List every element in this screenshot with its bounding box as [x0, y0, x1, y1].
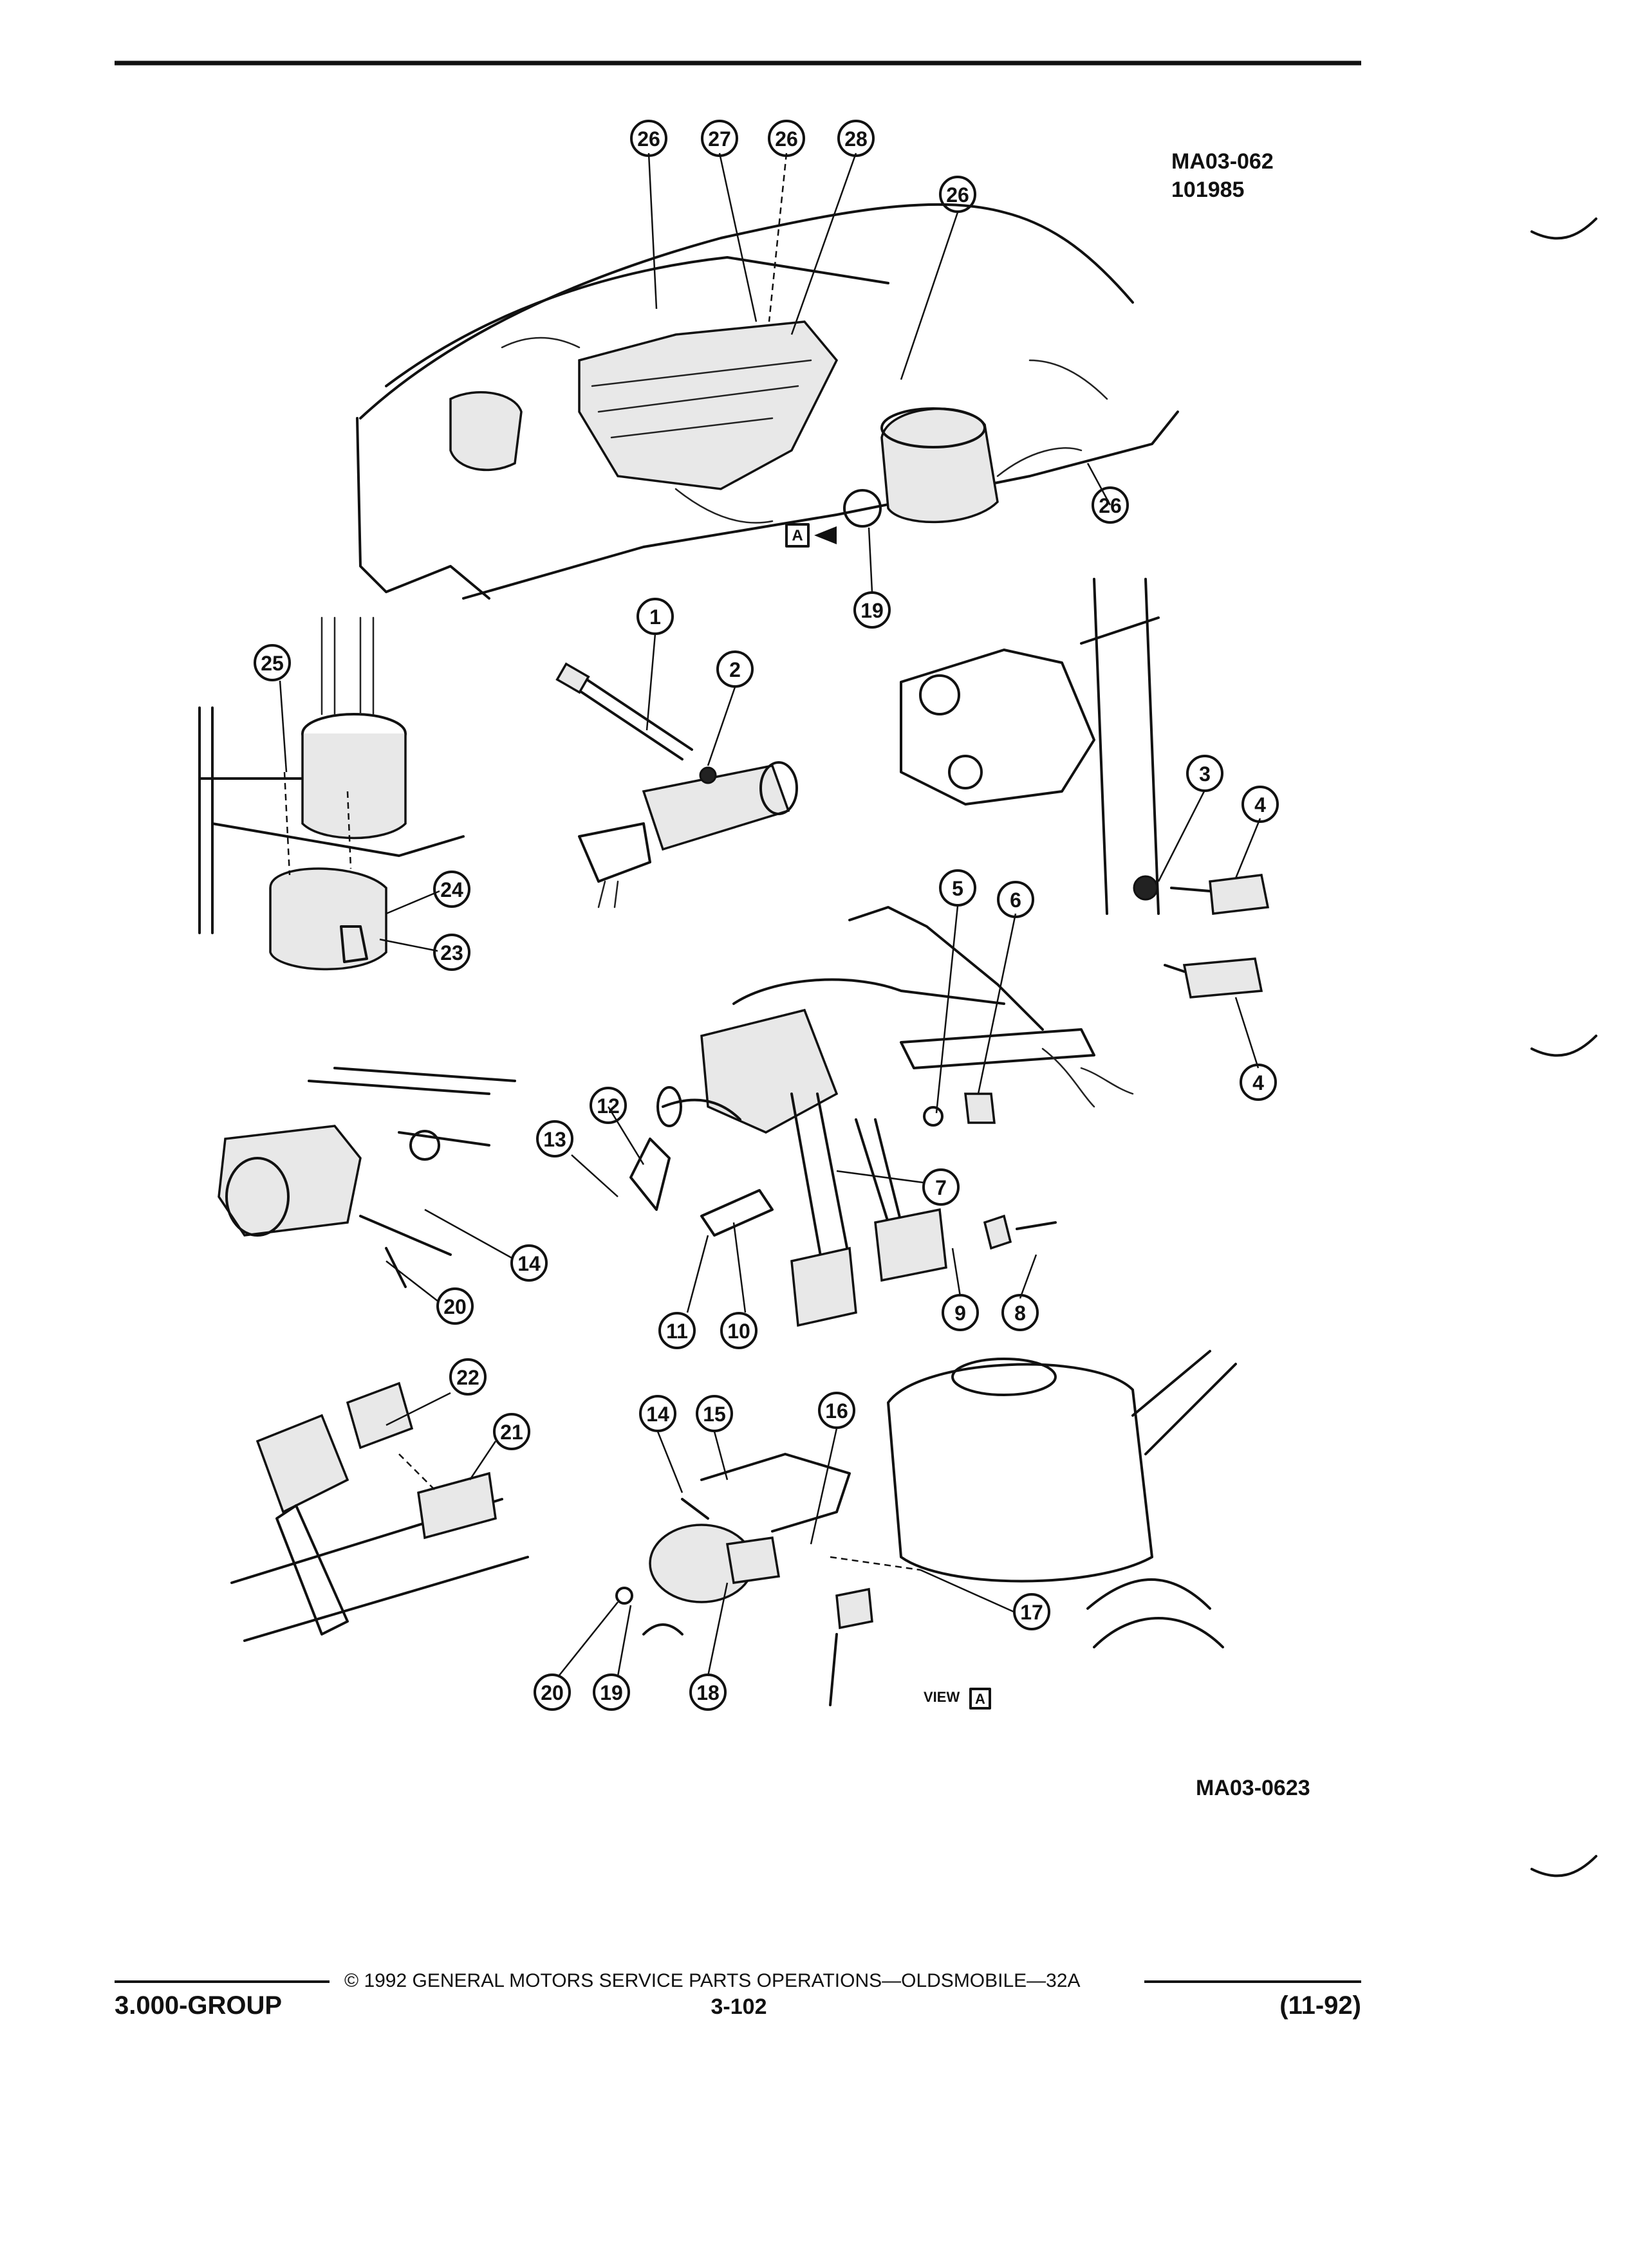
- callout-23: 23: [433, 934, 470, 971]
- callout-17: 17: [1013, 1593, 1050, 1630]
- callout-20: 20: [534, 1673, 571, 1711]
- svg-text:14: 14: [517, 1252, 541, 1275]
- callout-25: 25: [254, 644, 291, 681]
- callout-12: 12: [590, 1087, 627, 1124]
- footer: © 1992 GENERAL MOTORS SERVICE PARTS OPER…: [115, 1970, 1361, 2020]
- svg-text:7: 7: [935, 1176, 947, 1199]
- svg-text:16: 16: [825, 1399, 848, 1423]
- top-ref-code: MA03-062: [1171, 149, 1274, 174]
- svg-text:27: 27: [708, 127, 731, 151]
- callout-4: 4: [1240, 1064, 1277, 1101]
- svg-text:14: 14: [646, 1403, 669, 1426]
- bracket-switch-illustration: [900, 578, 1270, 1069]
- callout-26: 26: [939, 176, 976, 213]
- callout-6: 6: [997, 881, 1034, 918]
- callout-10: 10: [720, 1312, 758, 1349]
- footer-page-number: 3-102: [711, 1995, 767, 2019]
- callout-11: 11: [658, 1312, 696, 1349]
- svg-text:19: 19: [860, 599, 884, 622]
- engine-leaders: [647, 152, 1111, 593]
- view-a-illustration: VIEW A: [558, 1350, 1237, 1710]
- svg-text:18: 18: [696, 1681, 720, 1704]
- callout-14: 14: [639, 1395, 676, 1432]
- svg-text:15: 15: [703, 1403, 726, 1426]
- callout-4: 4: [1241, 786, 1279, 823]
- callout-7: 7: [922, 1168, 960, 1206]
- svg-text:26: 26: [946, 183, 969, 207]
- svg-text:17: 17: [1020, 1601, 1043, 1624]
- callout-26: 26: [768, 120, 805, 157]
- callout-24: 24: [433, 871, 470, 908]
- svg-text:2: 2: [729, 658, 741, 681]
- callout-15: 15: [696, 1395, 733, 1432]
- callout-9: 9: [942, 1294, 979, 1331]
- binder-mark: [1530, 217, 1597, 240]
- view-a-letter-top: A: [792, 527, 803, 544]
- svg-text:22: 22: [456, 1366, 479, 1389]
- svg-text:10: 10: [727, 1320, 750, 1343]
- svg-text:20: 20: [443, 1295, 467, 1318]
- callout-16: 16: [818, 1392, 855, 1429]
- callout-19: 19: [853, 591, 891, 629]
- callout-8: 8: [1001, 1294, 1039, 1331]
- callout-26: 26: [630, 120, 667, 157]
- svg-text:8: 8: [1014, 1302, 1026, 1325]
- callout-13: 13: [536, 1120, 573, 1157]
- callout-2: 2: [716, 650, 754, 688]
- callout-28: 28: [837, 120, 875, 157]
- svg-text:4: 4: [1254, 793, 1266, 816]
- bottom-ref-code: MA03-0623: [1196, 1776, 1310, 1800]
- callout-set: 26 27 26 28 26 26 19 1 2 25 24 23 3 4 4 …: [254, 120, 1279, 1711]
- svg-text:11: 11: [666, 1320, 688, 1343]
- svg-text:6: 6: [1010, 889, 1021, 912]
- callout-18: 18: [689, 1673, 727, 1711]
- callout-3: 3: [1186, 755, 1223, 792]
- svg-text:26: 26: [637, 127, 660, 151]
- accelerator-pedal-illustration: [230, 1381, 529, 1642]
- top-ref-number: 101985: [1171, 178, 1244, 202]
- binder-mark: [1530, 1855, 1597, 1877]
- view-a-label: VIEW: [924, 1689, 960, 1705]
- view-a-box: [969, 1688, 991, 1710]
- svg-text:9: 9: [954, 1302, 966, 1325]
- svg-text:26: 26: [775, 127, 798, 151]
- footer-date: (11-92): [1279, 1991, 1361, 2020]
- svg-text:25: 25: [261, 652, 284, 675]
- view-a-arrow: [814, 526, 837, 544]
- canister-illustration: [198, 616, 465, 971]
- callout-14: 14: [510, 1244, 548, 1282]
- throttle-body-illustration: [218, 1067, 516, 1302]
- sensor-assembly-illustration: [555, 633, 798, 908]
- svg-text:1: 1: [649, 605, 661, 629]
- callout-22: 22: [449, 1358, 487, 1396]
- svg-text:21: 21: [500, 1421, 523, 1444]
- binder-mark: [1530, 1035, 1597, 1057]
- svg-text:3: 3: [1199, 762, 1211, 786]
- pedal-assembly-illustration: [571, 905, 1134, 1327]
- svg-text:20: 20: [541, 1681, 564, 1704]
- svg-text:13: 13: [543, 1128, 566, 1151]
- footer-copyright: © 1992 GENERAL MOTORS SERVICE PARTS OPER…: [344, 1970, 1081, 1991]
- callout-19: 19: [593, 1673, 630, 1711]
- callout-20: 20: [436, 1287, 474, 1325]
- svg-text:19: 19: [600, 1681, 623, 1704]
- view-a-letter: A: [975, 1691, 985, 1707]
- callout-21: 21: [493, 1413, 530, 1450]
- callout-26: 26: [1092, 486, 1129, 524]
- callout-5: 5: [939, 869, 976, 907]
- footer-group: 3.000-GROUP: [115, 1991, 282, 2020]
- svg-text:5: 5: [952, 877, 963, 900]
- svg-text:12: 12: [597, 1094, 620, 1118]
- svg-text:24: 24: [440, 878, 463, 901]
- svg-text:28: 28: [844, 127, 868, 151]
- svg-text:26: 26: [1099, 494, 1122, 517]
- engine-compartment-illustration: A: [356, 203, 1179, 600]
- svg-text:23: 23: [440, 941, 463, 964]
- callout-1: 1: [637, 598, 674, 635]
- callout-27: 27: [701, 120, 738, 157]
- view-a-box-top: [785, 523, 810, 548]
- svg-text:4: 4: [1252, 1071, 1264, 1094]
